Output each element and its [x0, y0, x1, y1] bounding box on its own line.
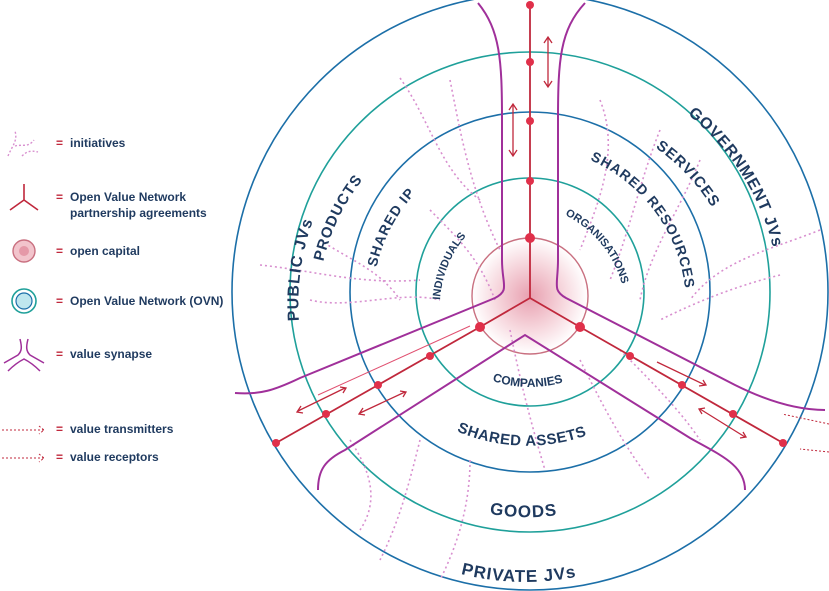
- svg-text:SHARED IP: SHARED IP: [364, 184, 418, 268]
- legend-row-value-transmitters: = value transmitters: [0, 412, 250, 448]
- partnership-agreement-icon: [9, 184, 39, 211]
- ovn-icon: [11, 288, 37, 314]
- svg-text:PUBLIC JVs: PUBLIC JVs: [285, 216, 317, 322]
- legend-label-value-transmitters: value transmitters: [70, 422, 174, 436]
- label-shared-assets: SHARED ASSETS: [455, 419, 588, 450]
- label-individuals: INDIVIDUALS: [431, 230, 468, 300]
- legend-row-initiatives: = initiatives: [0, 126, 250, 162]
- legend-label-value-receptors: value receptors: [70, 450, 159, 464]
- value-synapse-lines: [234, 2, 826, 491]
- svg-text:SHARED ASSETS: SHARED ASSETS: [455, 419, 588, 450]
- legend-label-ovn: Open Value Network (OVN): [70, 294, 224, 308]
- value-synapse-icon: [3, 338, 45, 372]
- svg-text:PRIVATE JVs: PRIVATE JVs: [460, 559, 578, 586]
- svg-text:COMPANIES: COMPANIES: [491, 370, 564, 390]
- legend-label-partnership: Open Value Network partnership agreement…: [70, 190, 207, 220]
- svg-text:INDIVIDUALS: INDIVIDUALS: [431, 230, 468, 300]
- label-products: PRODUCTS: [311, 171, 366, 262]
- svg-text:SERVICES: SERVICES: [653, 137, 723, 210]
- legend-row-partnership: = Open Value Network partnership agreeme…: [0, 180, 250, 224]
- value-exchange-arrows: [295, 35, 748, 439]
- label-shared-ip: SHARED IP: [364, 184, 417, 268]
- label-private-jvs: PRIVATE JVs: [460, 559, 577, 586]
- legend-label-value-synapse: value synapse: [70, 347, 153, 361]
- legend-row-open-capital: = open capital: [0, 234, 250, 270]
- label-companies: COMPANIES: [491, 370, 564, 390]
- initiatives-curves: [259, 77, 821, 581]
- legend-row-value-receptors: = value receptors: [0, 440, 250, 476]
- value-transmitters-arrows: [781, 413, 829, 453]
- svg-text:GOODS: GOODS: [489, 499, 558, 521]
- label-services: SERVICES: [653, 137, 722, 210]
- network-nodes: [272, 1, 787, 447]
- initiatives-icon: [7, 130, 39, 157]
- label-public-jvs: PUBLIC JVs: [285, 216, 316, 322]
- svg-text:PRODUCTS: PRODUCTS: [311, 171, 367, 262]
- legend-label-open-capital: open capital: [70, 244, 141, 258]
- partnership-network: [275, 5, 784, 444]
- open-capital-icon: [12, 239, 36, 263]
- legend-label-initiatives: initiatives: [70, 136, 126, 150]
- legend: = initiatives = Open Value Network partn…: [0, 0, 250, 591]
- label-goods: GOODS: [489, 499, 557, 521]
- value-receptor-icon: [2, 453, 45, 463]
- ring-outer: [231, 0, 829, 591]
- legend-row-value-synapse: = value synapse: [0, 337, 250, 373]
- value-transmitter-icon: [2, 425, 45, 435]
- legend-row-ovn: = Open Value Network (OVN): [0, 284, 250, 320]
